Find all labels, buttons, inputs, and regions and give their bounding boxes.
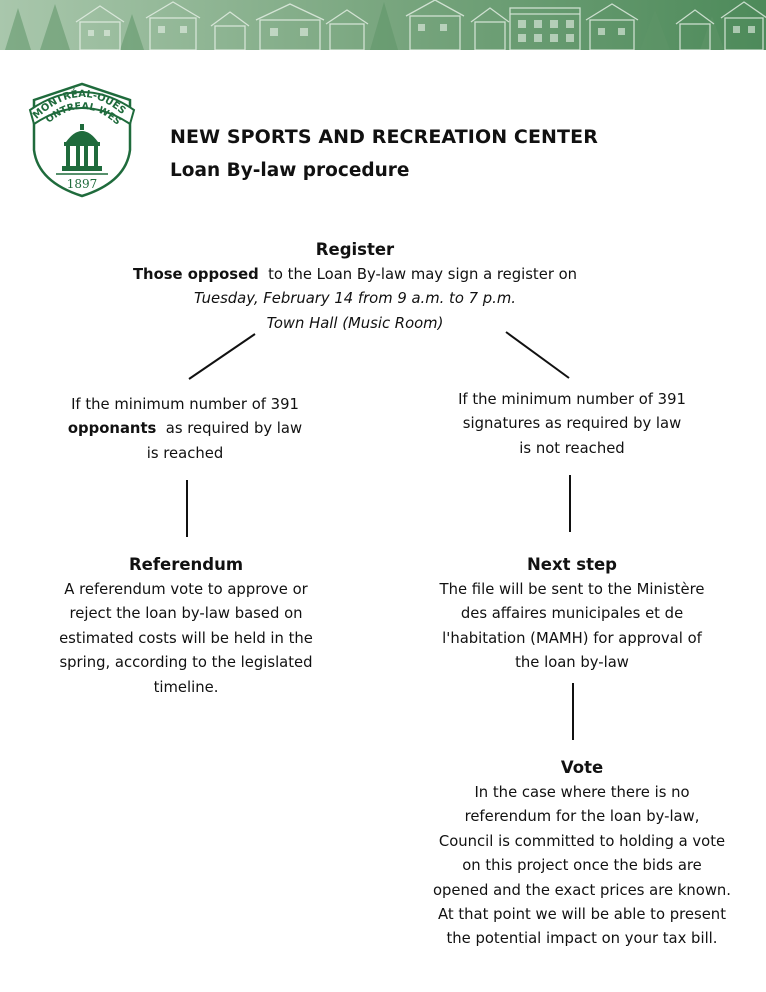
page-subtitle: Loan By-law procedure <box>170 160 410 181</box>
condition-left-line-3: is reached <box>146 444 224 462</box>
referendum-line: spring, according to the legislated <box>59 654 313 672</box>
referendum-heading: Referendum <box>128 555 244 574</box>
register-opposed-label: Those opposed <box>132 266 259 283</box>
town-crest-logo: MONTRÉAL-OUEST MONTREAL WEST 1897 <box>26 80 136 198</box>
vote-line: referendum for the loan by-law, <box>464 808 700 826</box>
vote-line: on this project once the bids are <box>462 857 702 875</box>
next-step-line: l'habitation (MAMH) for approval of <box>442 629 702 647</box>
condition-right-line-3: is not reached <box>519 439 625 457</box>
next-step-line: The file will be sent to the Ministère <box>439 581 705 598</box>
vote-heading: Vote <box>560 758 604 777</box>
register-heading: Register <box>315 240 395 259</box>
vote-line: In the case where there is no <box>474 784 690 801</box>
register-line-1-rest: to the Loan By-law may sign a register o… <box>268 266 578 283</box>
register-node: Register Those opposed to the Loan By-la… <box>130 237 580 336</box>
page-title: NEW SPORTS AND RECREATION CENTER <box>170 126 598 148</box>
next-step-line: the loan by-law <box>515 654 629 672</box>
next-step-line: des affaires municipales et de <box>460 605 684 623</box>
vote-line: At that point we will be able to present <box>438 906 726 924</box>
vote-line: Council is committed to holding a vote <box>438 832 726 850</box>
gazebo-icon <box>62 124 102 171</box>
condition-right-line-1: If the minimum number of 391 <box>458 391 686 408</box>
condition-left-line-2-rest: as required by law <box>165 420 303 438</box>
next-step-node: Next step The file will be sent to the M… <box>408 552 736 676</box>
condition-left-line-1: If the minimum number of 391 <box>71 396 299 413</box>
referendum-line: timeline. <box>153 678 219 696</box>
condition-reached-node: If the minimum number of 391 opponants a… <box>40 393 330 466</box>
next-step-heading: Next step <box>527 555 617 574</box>
vote-line: opened and the exact prices are known. <box>432 881 732 899</box>
register-line-1: Those opposed to the Loan By-law may sig… <box>130 263 580 287</box>
condition-left-opponants: opponants <box>67 420 157 438</box>
connector-register-right <box>505 331 570 379</box>
condition-right-line-2: signatures as required by law <box>462 415 682 433</box>
condition-left-line-2: opponants as required by law <box>40 417 330 441</box>
vote-line: the potential impact on your tax bill. <box>446 930 718 948</box>
referendum-line: reject the loan by-law based on <box>69 605 303 623</box>
referendum-line: A referendum vote to approve or <box>64 581 308 598</box>
referendum-node: Referendum A referendum vote to approve … <box>36 552 336 700</box>
referendum-line: estimated costs will be held in the <box>59 629 313 647</box>
vote-node: Vote In the case where there is no refer… <box>414 755 750 952</box>
connector-register-left <box>188 333 256 380</box>
register-location: Town Hall (Music Room) <box>266 314 444 332</box>
condition-not-reached-node: If the minimum number of 391 signatures … <box>422 388 722 461</box>
crest-year: 1897 <box>67 177 98 191</box>
register-date: Tuesday, February 14 from 9 a.m. to 7 p.… <box>194 290 516 308</box>
header-banner <box>0 0 766 50</box>
